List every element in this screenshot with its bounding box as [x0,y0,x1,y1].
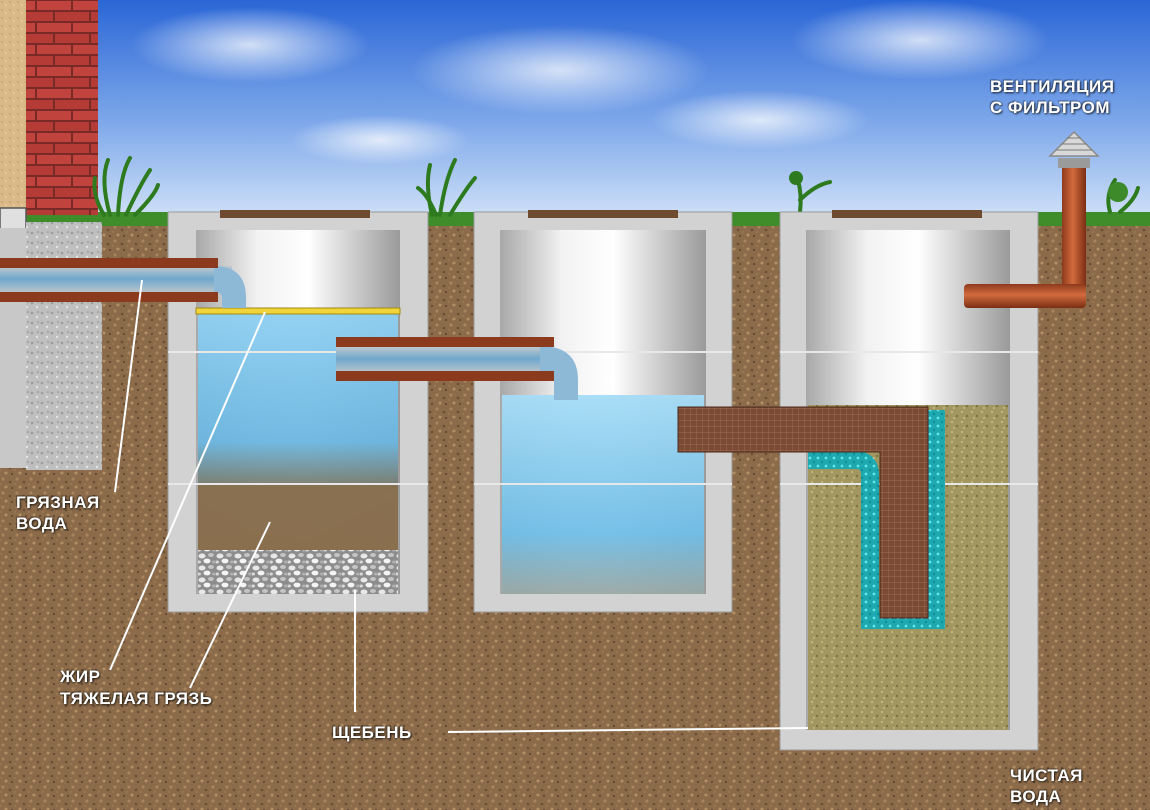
dirty-water-label-line-1: ГРЯЗНАЯ [16,493,100,512]
leaf [1108,182,1128,202]
inlet-pipe [0,258,246,308]
tank-1 [167,210,429,613]
leader-lines [109,279,809,733]
dirty-water-label-line-2: ВОДА [16,514,68,533]
ventilation-label-line-2: С ФИЛЬТРОМ [990,98,1111,117]
clean-water-label: ЧИСТАЯ ВОДА [1010,765,1083,807]
ventilation-label: ВЕНТИЛЯЦИЯ С ФИЛЬТРОМ [990,76,1115,118]
tank-2 [473,210,733,613]
clean-water-label-line-2: ВОДА [1010,787,1062,806]
plants [92,156,1140,217]
heavy-dirt-label: ТЯЖЕЛАЯ ГРЯЗЬ [60,689,213,708]
house-wall [0,0,102,470]
fat-label: ЖИР [60,667,101,686]
transfer-pipe [336,337,578,400]
ventilation-label-line-1: ВЕНТИЛЯЦИЯ [990,77,1115,96]
ventilation-pipe [964,130,1100,308]
leaf [789,171,803,185]
clouds [130,0,1050,165]
dirty-water-label: ГРЯЗНАЯ ВОДА [16,492,100,534]
clean-water-label-line-1: ЧИСТАЯ [1010,766,1083,785]
gravel-label: ЩЕБЕНЬ [332,723,412,742]
